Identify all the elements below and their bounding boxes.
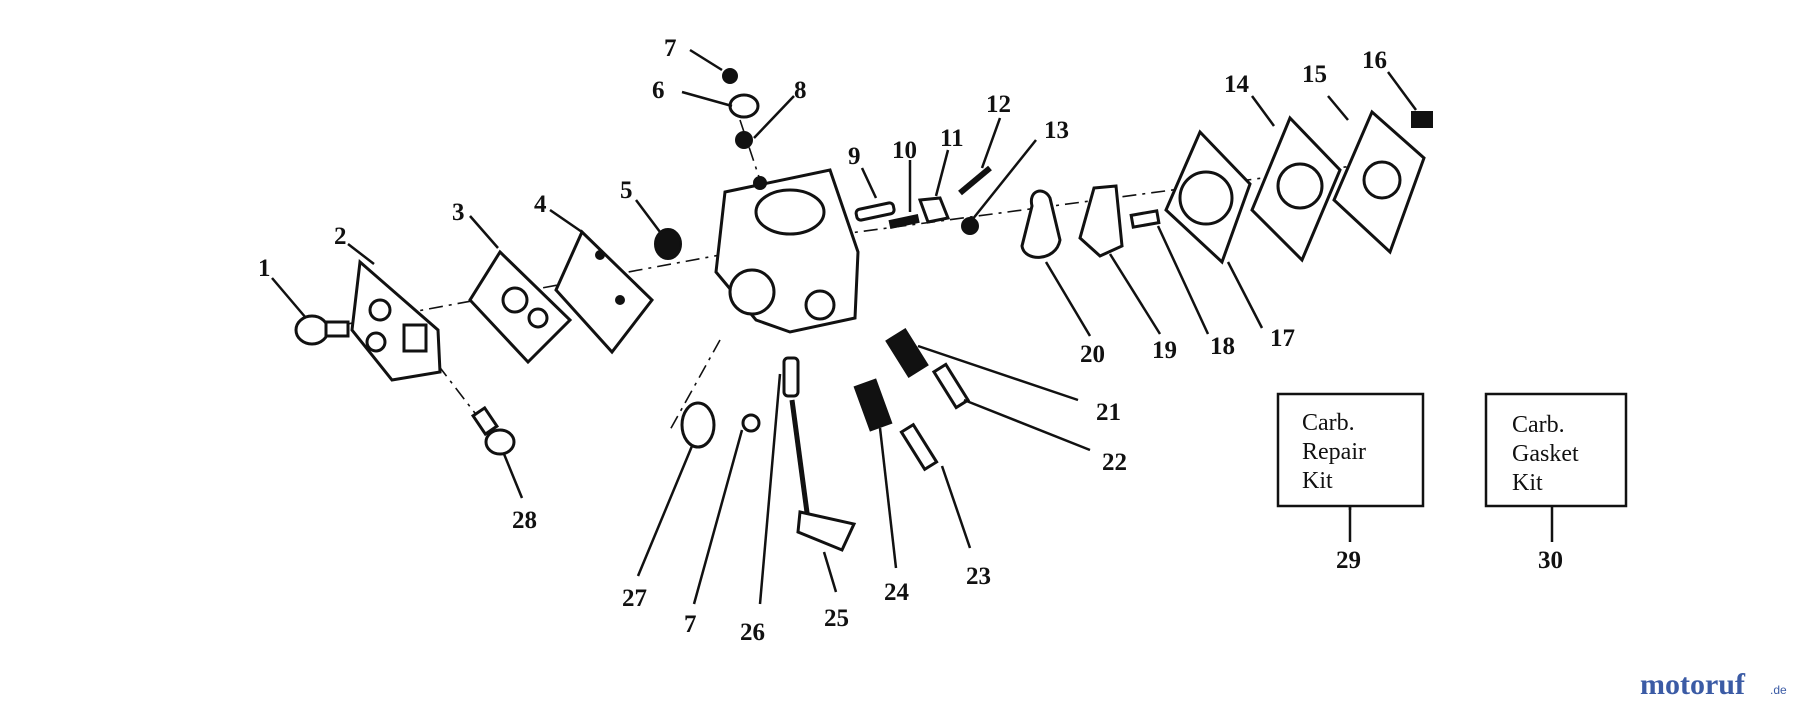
label-6: 6 <box>652 77 665 104</box>
label-17: 17 <box>1270 325 1295 352</box>
part-17-gasket <box>1164 129 1252 265</box>
part-10-spring <box>888 213 920 230</box>
part-18-screw <box>1129 209 1161 229</box>
repair-kit-box: Carb. Repair Kit 29 <box>1276 392 1425 574</box>
part-12-shaft-screw <box>958 165 992 196</box>
part-8-washer <box>735 131 753 149</box>
gasket-kit-line2: Gasket <box>1512 441 1579 467</box>
part-7-nut-bottom <box>741 413 761 433</box>
label-30: 30 <box>1538 547 1563 574</box>
label-11: 11 <box>940 125 964 152</box>
part-22-needle <box>931 362 971 410</box>
part-16-screw <box>1411 111 1433 128</box>
leader-lines <box>271 48 1418 605</box>
part-24-spring <box>853 378 893 432</box>
part-9-pin <box>854 201 896 222</box>
gasket-kit-box: Carb. Gasket Kit 30 <box>1484 392 1628 574</box>
label-5: 5 <box>620 177 633 204</box>
part-13-clip <box>961 217 979 235</box>
label-26: 26 <box>740 619 765 646</box>
part-20-valve-flap <box>1020 189 1062 259</box>
label-18: 18 <box>1210 333 1235 360</box>
label-14: 14 <box>1224 71 1250 98</box>
label-2: 2 <box>334 223 347 250</box>
part-4-pump-diaphragm <box>554 229 655 355</box>
label-19: 19 <box>1152 337 1177 364</box>
part-28-screw <box>470 405 516 456</box>
label-15: 15 <box>1302 61 1327 88</box>
label-28: 28 <box>512 507 537 534</box>
label-23: 23 <box>966 563 991 590</box>
label-24: 24 <box>884 579 910 606</box>
part-23-needle <box>899 422 939 472</box>
part-5-plug <box>654 228 682 260</box>
part-15-cover <box>1332 109 1426 255</box>
carburetor-body <box>714 168 860 334</box>
watermark-logo: motoruf .de <box>1640 668 1787 701</box>
watermark-name: motoruf <box>1640 668 1746 701</box>
label-9: 9 <box>848 143 861 170</box>
label-27: 27 <box>622 585 647 612</box>
label-4: 4 <box>534 191 547 218</box>
label-16: 16 <box>1362 47 1387 74</box>
label-10: 10 <box>892 137 917 164</box>
part-11-lever <box>917 196 951 224</box>
part-27-disc <box>680 401 716 449</box>
part-3-gasket <box>468 249 573 365</box>
part-6-fitting <box>728 93 760 119</box>
gasket-kit-line3: Kit <box>1512 470 1543 496</box>
part-26-needle-valve <box>782 356 800 398</box>
repair-kit-line3: Kit <box>1302 468 1333 494</box>
part-1-screw <box>294 314 350 346</box>
label-22: 22 <box>1102 449 1127 476</box>
label-7-bottom: 7 <box>684 611 697 638</box>
part-21-spring <box>885 327 929 379</box>
part-25-lever <box>789 399 857 552</box>
gasket-kit-line1: Carb. <box>1512 412 1565 438</box>
callout-labels: 1 2 3 4 5 6 7 8 9 10 11 12 13 14 15 16 1… <box>258 35 1387 646</box>
label-21: 21 <box>1096 399 1121 426</box>
part-7-nut-top <box>722 68 738 84</box>
part-19-plate <box>1078 184 1124 258</box>
repair-kit-line2: Repair <box>1302 439 1366 465</box>
label-3: 3 <box>452 199 465 226</box>
watermark-suffix: .de <box>1770 683 1787 697</box>
label-29: 29 <box>1336 547 1361 574</box>
label-1: 1 <box>258 255 271 282</box>
label-8: 8 <box>794 77 807 104</box>
label-7-top: 7 <box>664 35 677 62</box>
part-14-metering-diaphragm <box>1250 115 1342 263</box>
repair-kit-line1: Carb. <box>1302 410 1355 436</box>
label-12: 12 <box>986 91 1011 118</box>
label-25: 25 <box>824 605 849 632</box>
label-13: 13 <box>1044 117 1069 144</box>
part-2-pump-cover <box>350 259 442 382</box>
label-20: 20 <box>1080 341 1105 368</box>
